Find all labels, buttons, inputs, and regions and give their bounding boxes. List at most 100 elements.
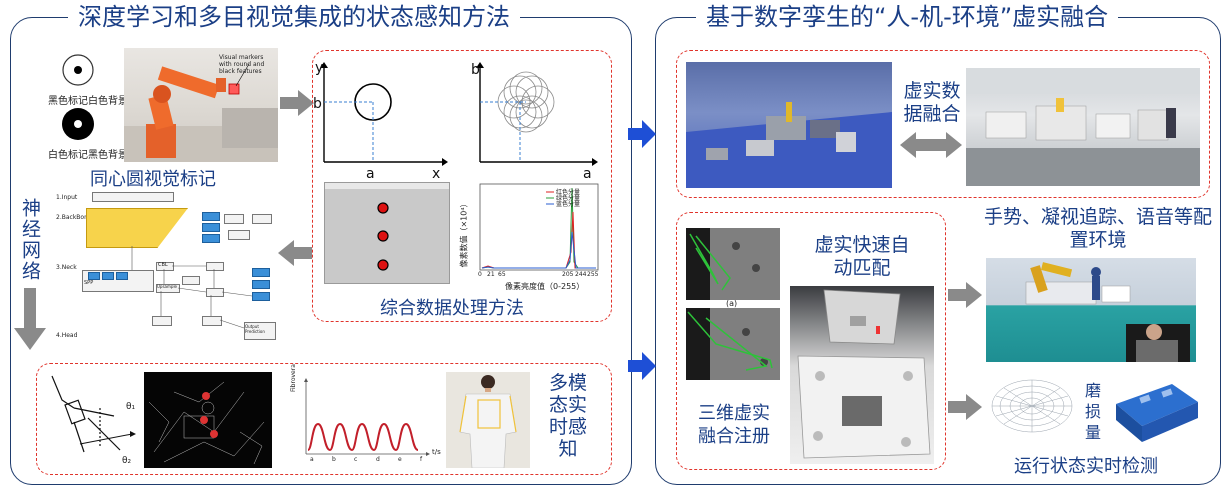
net-cbl-1-label: CBL — [158, 262, 168, 268]
hist-legend-blue: 蓝色分量 — [556, 201, 581, 208]
net-block-5 — [252, 214, 272, 224]
net-head-label: 4.Head — [56, 332, 78, 339]
bidirectional-arrow-icon — [900, 132, 962, 158]
net-output-label: Output Prediction — [245, 324, 265, 334]
net-backbone-label: 2.BackBone — [56, 214, 92, 221]
arm-sketch-figure — [51, 375, 136, 453]
net-input-label: 1.Input — [56, 194, 78, 201]
plot2-b-label: b — [471, 62, 480, 78]
plot1-x-label: x — [432, 166, 441, 182]
blue-part-render — [1110, 380, 1202, 446]
rosette-circle-plot — [476, 62, 598, 166]
net-head-2 — [202, 316, 222, 326]
rgb-histogram-chart — [479, 183, 599, 271]
net-neck-3 — [116, 272, 128, 280]
left-panel-title: 深度学习和多目视觉集成的状态感知方法 — [68, 2, 520, 32]
real-factory-photo — [966, 68, 1200, 186]
net-right-1 — [252, 268, 270, 277]
hist-tick-21: 21 — [487, 271, 495, 278]
detection-label: 运行状态实时检测 — [1014, 456, 1158, 477]
wave-ylabel: Fibrovera — [290, 364, 297, 392]
registration-image-top — [686, 228, 780, 300]
fusion-text: 虚实数据融合 — [903, 80, 961, 125]
arrow-down-icon — [14, 288, 46, 350]
multimodal-perception-label: 多模态实时感知 — [548, 372, 592, 460]
turbine-wireframe — [986, 374, 1076, 438]
net-head-1 — [152, 316, 172, 326]
net-block-1 — [202, 212, 220, 221]
multimodal-perception-text: 多模态实时感知 — [548, 372, 587, 460]
single-circle-plot — [320, 62, 448, 166]
hist-ylabel: 像素数值（×10⁴） — [459, 199, 469, 268]
net-output-box — [244, 322, 276, 340]
network-diagram: 1.Input 2.BackBone 3.Neck 4.Head SPP CBL… — [52, 192, 278, 352]
marker-detection-image — [324, 182, 450, 284]
net-right-2 — [252, 280, 270, 289]
hist-tick-244: 244 — [575, 271, 587, 278]
registration-text: 三维虚实融合注册 — [698, 403, 770, 447]
config-env-text: 手势、凝视追踪、语音等配置环境 — [984, 206, 1213, 251]
marker-white-bg-label: 黑色标记白色背景 — [48, 96, 128, 107]
multimodal-group — [36, 363, 612, 475]
wave-tick-c: c — [354, 456, 358, 463]
robot-caption: Visual markers with round and black feat… — [219, 54, 265, 75]
plot2-a-label: a — [583, 166, 592, 182]
arrow-to-network-icon — [278, 240, 312, 266]
fast-match-label: 虚实快速自动匹配 — [812, 234, 912, 280]
neural-network-text: 神经网络 — [19, 198, 41, 282]
net-neck-label: 3.Neck — [56, 264, 77, 271]
bracket-part-photo — [790, 286, 934, 464]
right-panel-title: 基于数字孪生的“人-机-环境”虚实融合 — [696, 2, 1119, 32]
net-block-2 — [202, 223, 220, 232]
wear-label: 磨损量 — [1084, 380, 1106, 443]
fusion-group — [676, 50, 1210, 198]
arrow-to-processing-icon — [280, 90, 314, 116]
wave-tick-f: f — [420, 456, 423, 463]
hist-tick-0: 0 — [478, 271, 482, 278]
hist-tick-65: 65 — [498, 271, 506, 278]
net-spp-label: SPP — [84, 280, 94, 286]
registration-group — [676, 212, 946, 470]
blue-arrow-bottom-icon — [628, 352, 656, 380]
hist-legend-red: 红色分量 — [556, 189, 581, 196]
marker-black-bg-label: 白色标记黑色背景 — [48, 150, 128, 161]
net-cbl-1 — [156, 262, 174, 271]
arm-angle-2: θ₂ — [122, 456, 132, 466]
registration-label: 三维虚实融合注册 — [692, 402, 776, 448]
white-bg-marker-icon — [62, 54, 94, 86]
hist-xlabel: 像素亮度值（0-255） — [505, 282, 585, 291]
net-upsample-label: Upsample — [157, 284, 178, 289]
registration-image-bottom — [686, 308, 780, 380]
wave-xlabel: t/s — [432, 448, 441, 456]
fibrovera-wave-chart — [304, 378, 430, 456]
black-bg-marker-icon — [62, 108, 94, 140]
wave-tick-a: a — [310, 456, 314, 463]
vr-config-scene — [986, 258, 1196, 362]
person-pose-photo — [446, 372, 530, 468]
hist-tick-205: 205 — [562, 271, 574, 278]
net-block-6 — [228, 230, 250, 240]
config-env-label: 手势、凝视追踪、语音等配置环境 — [984, 206, 1212, 252]
wear-text: 磨损量 — [1084, 381, 1101, 442]
plot1-b-label: b — [313, 96, 322, 112]
neural-network-label: 神经网络 — [18, 198, 41, 288]
arrow-to-config-icon — [948, 282, 982, 308]
net-neck-1 — [88, 272, 100, 280]
plot1-y-label: y — [315, 60, 324, 76]
robot-arm-photo: Visual markers with round and black feat… — [124, 48, 278, 162]
arm-angle-1: θ₁ — [126, 402, 136, 412]
wave-tick-e: e — [398, 456, 402, 463]
registration-tag: (a) — [726, 299, 738, 308]
net-right-3 — [252, 292, 270, 301]
wave-tick-d: d — [376, 456, 380, 463]
blue-arrow-top-icon — [628, 120, 656, 148]
net-spp-box — [82, 270, 154, 292]
hist-tick-255: 255 — [587, 271, 599, 278]
processing-group — [312, 50, 612, 322]
fusion-label: 虚实数据融合 — [898, 80, 966, 126]
net-neck-2 — [102, 272, 114, 280]
hist-legend-green: 绿色分量 — [556, 195, 581, 202]
concentric-marker-label: 同心圆视觉标记 — [90, 169, 216, 190]
net-block-4 — [224, 214, 244, 224]
net-neck-4 — [182, 276, 200, 285]
